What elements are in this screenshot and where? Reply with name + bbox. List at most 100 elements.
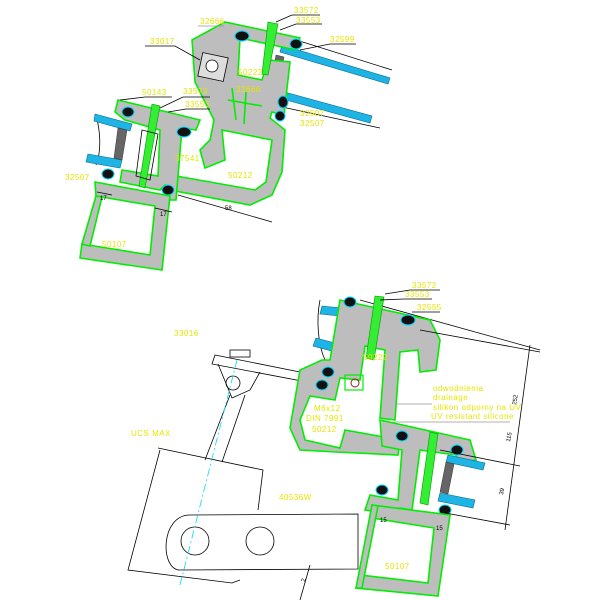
gasket [101,168,115,180]
dim-line [177,194,273,223]
leader [275,14,322,31]
dim-39: 39 [499,487,506,495]
label: 50212 [312,425,337,434]
profile-50107-side [80,195,103,247]
note-silicone-pl: silikon odporny na UV [433,403,521,412]
gasket [400,314,416,326]
label: 33572 [294,6,319,15]
dim-115: 115 [506,431,514,442]
screw [138,103,161,189]
label: 33573 [183,87,208,96]
leader [145,45,201,61]
bottom-assembly: 252 115 39 15 15 2 33572 33553 32555 502… [127,281,541,600]
dim-2: 2 [301,577,308,582]
glass-line [317,299,326,361]
gasket [277,95,289,109]
label: DIN 7991 [306,414,344,423]
label: 33016 [174,329,199,338]
bracket-lug [217,363,261,399]
label: 33553 [296,16,321,25]
profile-50107-side [355,504,379,589]
glass-line [359,299,541,351]
anchor-plate [127,447,264,584]
glass-line [289,37,393,71]
label: 50107 [102,240,127,249]
note-silicone-en: UV resistant silicone [431,412,514,421]
label: 32507 [300,109,325,118]
leader [119,96,210,113]
gasket [375,484,389,496]
label: 33553 [185,100,210,109]
screw [261,21,279,76]
bolt [229,349,251,358]
gasket [395,430,409,442]
label: 32555 [417,303,442,312]
screw-head-icon [350,378,360,388]
glass-spacer [445,454,486,471]
label: M6x12 [314,404,341,413]
glass-spacer [279,44,391,85]
glass-line [267,103,381,129]
dim-line [154,207,173,213]
leader [392,403,510,423]
label: 50107 [385,562,410,571]
label: 33553 [405,290,430,299]
gasket [315,379,329,391]
note-drainage-en: drainage [433,393,468,402]
note-drainage-pl: odwodnienia [433,384,483,393]
glass-spacer [93,113,133,132]
dim-line [96,191,113,196]
dim-15: 15 [380,518,387,524]
dim-17: 17 [100,196,107,202]
label: 40536W [279,493,312,502]
screw-head-icon [205,59,219,73]
profile-webs [227,87,263,125]
bracket-post [204,394,246,463]
label: 37541 [175,154,200,163]
center-line [179,359,238,586]
anchor-arm [165,513,359,571]
dim-line [299,329,541,600]
dim-17b: 17 [160,212,167,218]
mullion-profile [289,299,441,456]
gasket [234,30,250,42]
pressure-plate [135,129,159,181]
label: UCS MAX [131,429,171,438]
label: 32666 [236,85,261,94]
label: 50222 [238,68,263,77]
dim-58: 58 [225,206,232,212]
label: 32666 [200,17,225,26]
label: 50222 [363,353,388,362]
glass-spacer [437,492,476,509]
glass-spacer [85,153,123,169]
top-assembly: 58 17 17 32666 33572 33553 33017 32599 5… [65,6,393,271]
gasket [321,366,335,378]
anchor-hole [180,526,210,556]
label: 32507 [300,119,325,128]
gasket [343,296,357,308]
gasket [161,184,175,196]
pin-hole [225,375,241,391]
anchor-hole [245,526,275,556]
glass-edge [439,461,455,495]
gasket [176,126,192,138]
glass-edge [113,127,128,161]
screw [365,295,385,361]
label: 50143 [142,88,167,97]
dim-15b: 15 [436,526,443,532]
label: 32507 [65,173,90,182]
gasket [121,106,135,118]
label: 33572 [412,281,437,290]
fixing-block [344,374,364,391]
leader [379,289,440,313]
screw [419,431,439,506]
gasket [274,110,286,122]
leader [299,43,356,51]
label: 33017 [150,37,175,46]
gasket [289,38,303,50]
label: 50212 [228,171,253,180]
label: 32599 [330,35,355,44]
dim-252: 252 [512,394,520,406]
